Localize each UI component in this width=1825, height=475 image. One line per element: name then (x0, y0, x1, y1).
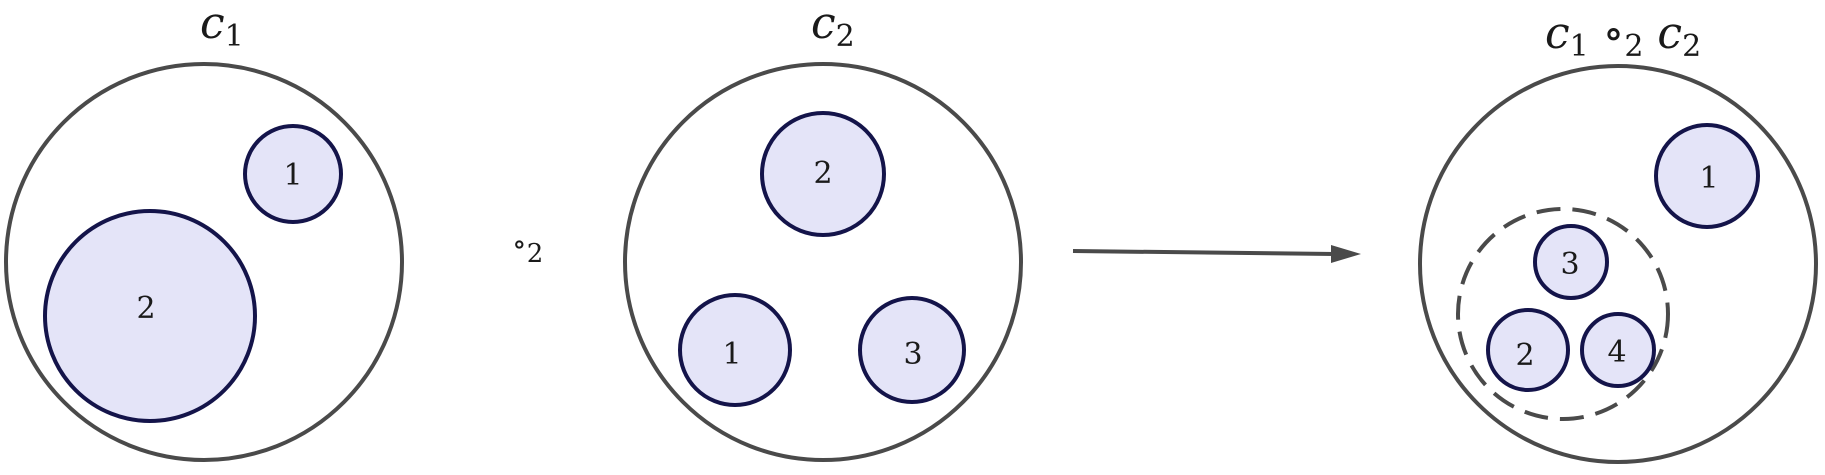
operator-compose: ∘2 (512, 227, 543, 269)
c1-circle-1-label: 1 (283, 158, 302, 193)
result-circle-1 (1654, 123, 1760, 229)
c1-outer-circle (4, 62, 404, 462)
c2-title: c2 (811, 0, 855, 54)
c1-circle-1 (243, 124, 343, 224)
panel-c1: c1 1 2 (4, 0, 404, 462)
arrow-shaft (1072, 249, 1336, 256)
c2-outer-circle (623, 62, 1023, 462)
c1-circle-2 (43, 209, 257, 423)
result-dashed-group-circle (1456, 207, 1670, 421)
result-circle-2 (1486, 308, 1570, 392)
panel-c2: c2 2 1 3 (623, 0, 1023, 462)
result-circle-3-label: 3 (1560, 247, 1579, 282)
result-circle-1-label: 1 (1699, 161, 1718, 196)
result-circle-2-label: 2 (1515, 338, 1534, 373)
result-circle-4-label: 4 (1607, 335, 1626, 370)
arrow-head-icon (1331, 245, 1361, 263)
result-outer-circle (1418, 64, 1818, 464)
c2-circle-3-label: 3 (903, 337, 922, 372)
result-circle-4 (1580, 312, 1656, 388)
compose-operator: ∘2 (512, 227, 543, 269)
c2-circle-2 (760, 111, 886, 237)
c1-circle-2-label: 2 (136, 291, 155, 326)
c2-circle-2-label: 2 (813, 156, 832, 191)
c2-circle-1-label: 1 (722, 337, 741, 372)
result-circle-3 (1533, 224, 1609, 300)
result-arrow (1072, 245, 1361, 263)
c2-circle-3 (858, 296, 966, 404)
c2-circle-1 (678, 293, 792, 407)
c1-title: c1 (200, 0, 244, 54)
